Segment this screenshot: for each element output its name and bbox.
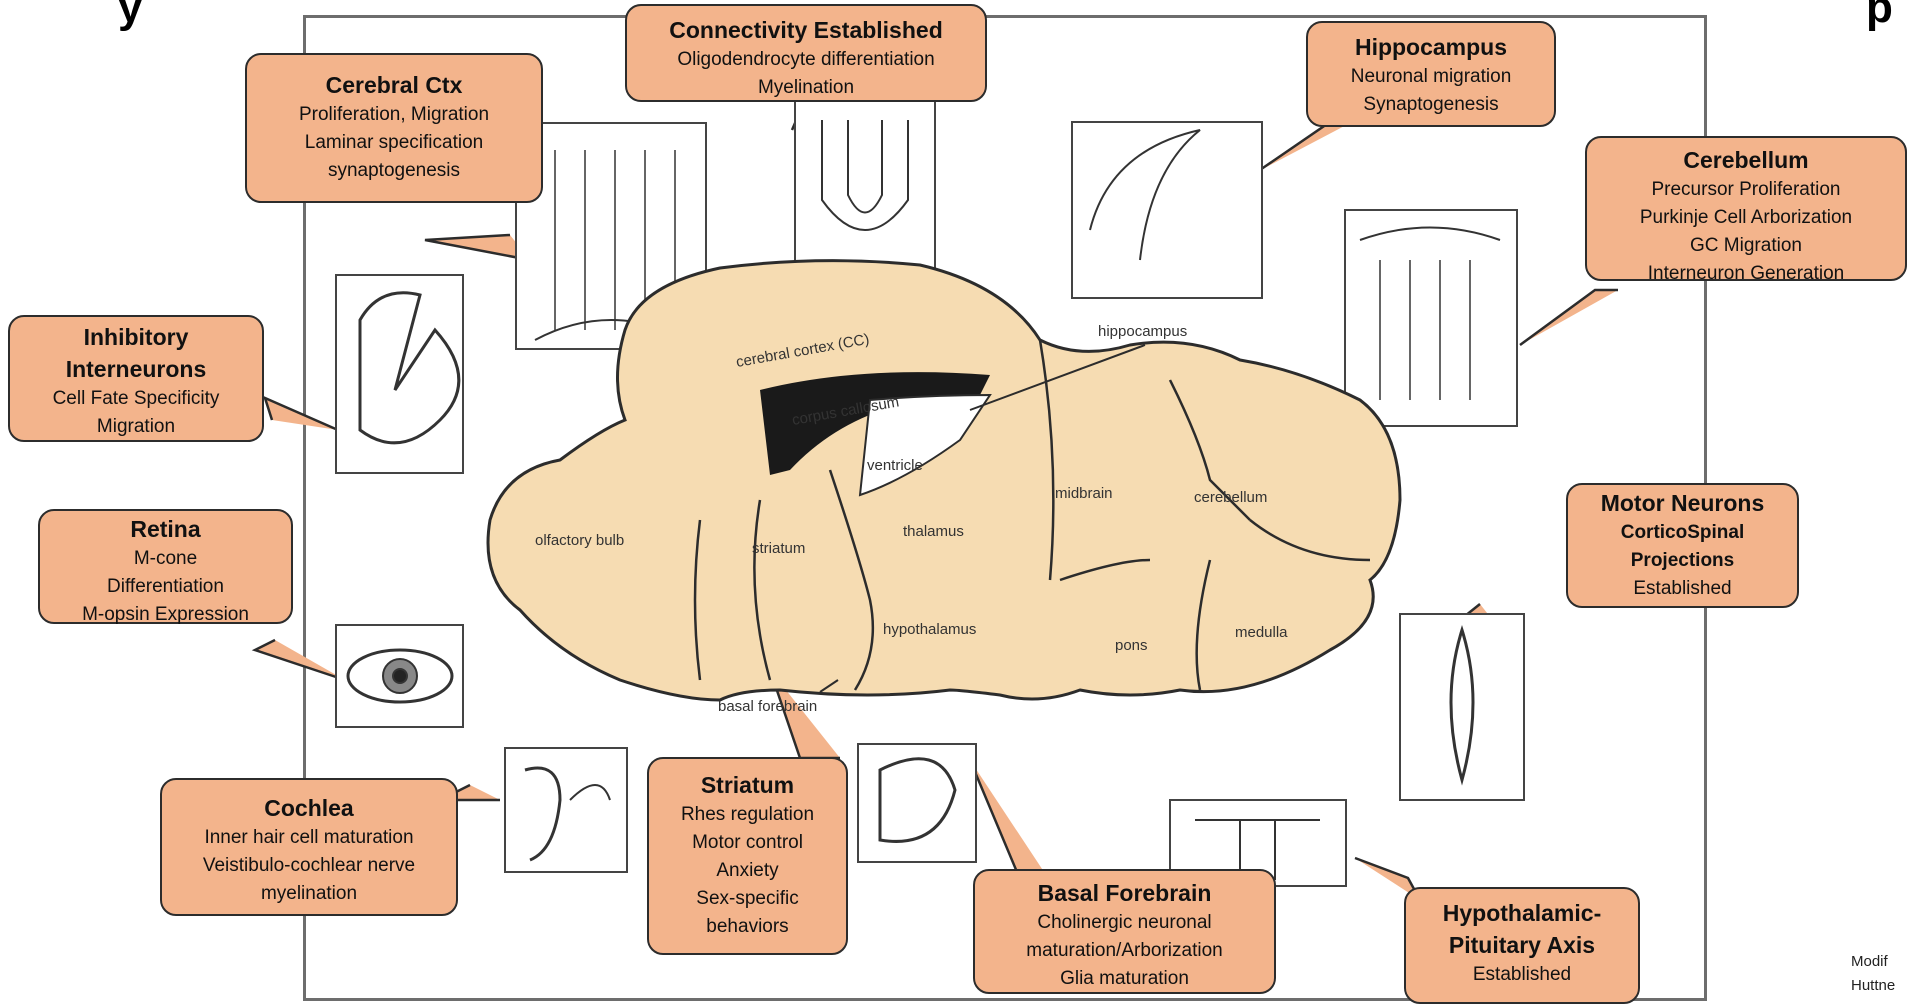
- label-pons: pons: [1115, 637, 1148, 654]
- callout-line: M-opsin Expression: [50, 601, 281, 629]
- label-basal-forebrain: basal forebrain: [718, 698, 817, 715]
- callout-line: GC Migration: [1597, 232, 1895, 260]
- hippocampus-pointer: [1257, 122, 1352, 172]
- callout-line: Precursor Proliferation: [1597, 176, 1895, 204]
- callout-line: Proliferation, Migration: [257, 101, 531, 129]
- callout-line: Inner hair cell maturation: [172, 824, 446, 852]
- callout-line: Oligodendrocyte differentiation: [637, 46, 975, 74]
- callout-line: Established: [1416, 961, 1628, 989]
- callout-line: behaviors: [659, 913, 836, 941]
- callout-line: maturation/Arborization: [985, 937, 1264, 965]
- inset-basal: [858, 744, 976, 862]
- callout-line: Established: [1578, 575, 1787, 603]
- inset-cochlea: [505, 748, 627, 872]
- callout-title: Hypothalamic-: [1416, 897, 1628, 929]
- callout-line: Glia maturation: [985, 965, 1264, 993]
- callout-line: Cell Fate Specificity: [20, 385, 252, 413]
- callout-line: Anxiety: [659, 857, 836, 885]
- label-midbrain: midbrain: [1055, 485, 1113, 502]
- callout-line: Sex-specific: [659, 885, 836, 913]
- label-hippocampus: hippocampus: [1098, 323, 1187, 340]
- callout-title: Interneurons: [20, 353, 252, 385]
- callout-line: Migration: [20, 413, 252, 441]
- callout-line: Synaptogenesis: [1318, 91, 1544, 119]
- cerebellum-pointer: [1520, 290, 1618, 345]
- footnote-line1: Modif: [1851, 953, 1888, 970]
- footnote-line2: Huttne: [1851, 977, 1895, 994]
- callout-line: Cholinergic neuronal: [985, 909, 1264, 937]
- callout-retina: Retina M-cone Differentiation M-opsin Ex…: [38, 509, 293, 624]
- callout-inhibitory-interneurons: Inhibitory Interneurons Cell Fate Specif…: [8, 315, 264, 442]
- callout-line: Myelination: [637, 74, 975, 102]
- inset-spinal: [795, 101, 935, 279]
- callout-line: myelination: [172, 880, 446, 908]
- callout-title: Cochlea: [172, 792, 446, 824]
- callout-title: Hippocampus: [1318, 31, 1544, 63]
- callout-title: Motor Neurons: [1578, 487, 1787, 519]
- callout-cerebellum: Cerebellum Precursor Proliferation Purki…: [1585, 136, 1907, 281]
- retina-pointer: [255, 640, 345, 680]
- callout-line: Neuronal migration: [1318, 63, 1544, 91]
- label-olfactory-bulb: olfactory bulb: [535, 532, 624, 549]
- callout-line: Rhes regulation: [659, 801, 836, 829]
- label-cerebellum: cerebellum: [1194, 489, 1267, 506]
- label-medulla: medulla: [1235, 624, 1288, 641]
- callout-line: Laminar specification: [257, 129, 531, 157]
- callout-line: Motor control: [659, 829, 836, 857]
- callout-motor-neurons: Motor Neurons CorticoSpinal Projections …: [1566, 483, 1799, 608]
- callout-line: Projections: [1578, 547, 1787, 575]
- callout-title: Retina: [50, 513, 281, 545]
- inset-hippocampus: [1072, 122, 1262, 298]
- callout-basal-forebrain: Basal Forebrain Cholinergic neuronal mat…: [973, 869, 1276, 994]
- callout-title: Cerebellum: [1597, 144, 1895, 176]
- callout-title: Basal Forebrain: [985, 877, 1264, 909]
- label-striatum: striatum: [752, 540, 805, 557]
- callout-connectivity: Connectivity Established Oligodendrocyte…: [625, 4, 987, 102]
- callout-hpa-axis: Hypothalamic- Pituitary Axis Established: [1404, 887, 1640, 1004]
- callout-title: Connectivity Established: [637, 14, 975, 46]
- callout-title: Cerebral Ctx: [257, 69, 531, 101]
- basal-forebrain-pointer: [970, 760, 1052, 884]
- inset-cerebellum: [1345, 210, 1517, 426]
- inset-motor: [1400, 614, 1524, 800]
- callout-line: Interneuron Generation: [1597, 260, 1895, 288]
- label-ventricle: ventricle: [867, 457, 923, 474]
- callout-line: Veistibulo-cochlear nerve: [172, 852, 446, 880]
- callout-hippocampus: Hippocampus Neuronal migration Synaptoge…: [1306, 21, 1556, 127]
- cerebral-ctx-pointer: [425, 235, 530, 260]
- callout-line: CorticoSpinal: [1578, 519, 1787, 547]
- callout-line: Differentiation: [50, 573, 281, 601]
- callout-cochlea: Cochlea Inner hair cell maturation Veist…: [160, 778, 458, 916]
- callout-cerebral-ctx: Cerebral Ctx Proliferation, Migration La…: [245, 53, 543, 203]
- callout-title: Pituitary Axis: [1416, 929, 1628, 961]
- callout-line: Purkinje Cell Arborization: [1597, 204, 1895, 232]
- callout-line: synaptogenesis: [257, 157, 531, 185]
- callout-striatum: Striatum Rhes regulation Motor control A…: [647, 757, 848, 955]
- callout-line: M-cone: [50, 545, 281, 573]
- callout-title: Inhibitory: [20, 321, 252, 353]
- inhibitory-pointer: [265, 398, 338, 430]
- callout-title: Striatum: [659, 769, 836, 801]
- label-thalamus: thalamus: [903, 523, 964, 540]
- label-hypothalamus: hypothalamus: [883, 621, 976, 638]
